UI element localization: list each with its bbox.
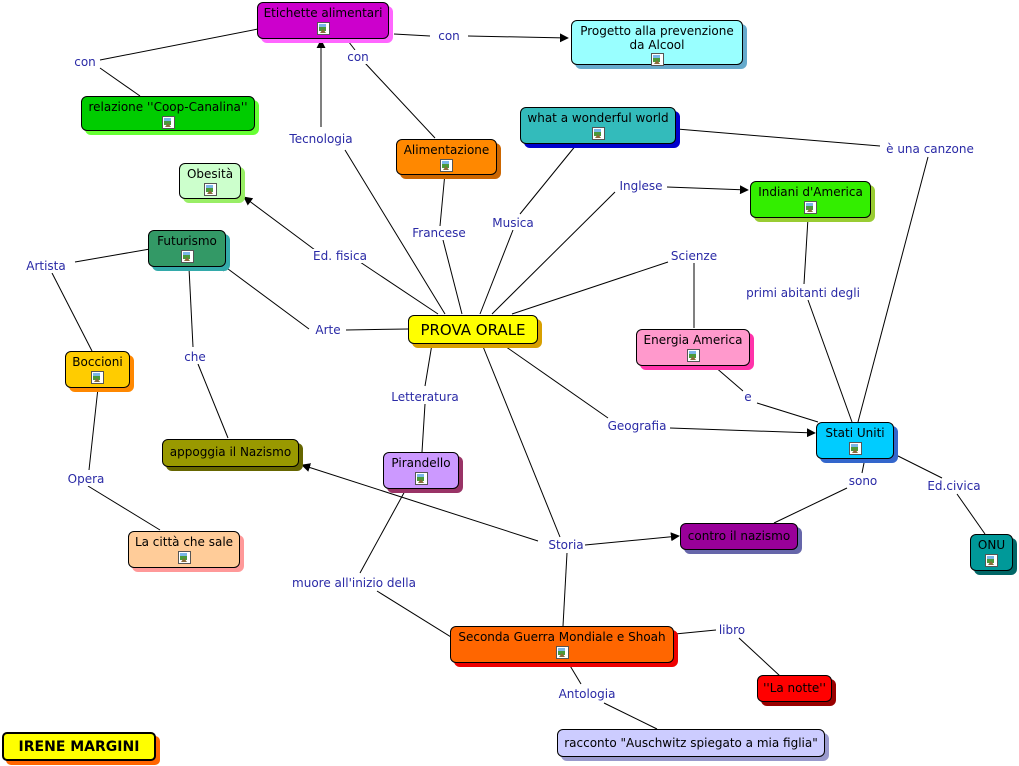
node-prova-orale[interactable]: PROVA ORALE	[408, 315, 538, 344]
link-label-che: che	[183, 350, 207, 364]
author-name-box: IRENE MARGINI	[2, 732, 156, 761]
node-onu[interactable]: ONU	[970, 534, 1013, 571]
link-label-inglese: Inglese	[618, 179, 664, 193]
node-label: ONU	[977, 538, 1006, 552]
image-icon[interactable]	[555, 646, 569, 659]
node-label: relazione ''Coop-Canalina''	[88, 100, 248, 114]
link-label-letteratura: Letteratura	[390, 390, 460, 404]
node-appoggia-nazismo[interactable]: appoggia il Nazismo	[162, 439, 299, 467]
node-what-a-wonderful-world[interactable]: what a wonderful world	[520, 107, 676, 144]
node-la-notte[interactable]: ''La notte''	[757, 675, 832, 702]
node-label: Futurismo	[157, 234, 217, 248]
node-label: Progetto alla prevenzione da Alcool	[580, 24, 734, 52]
node-futurismo[interactable]: Futurismo	[148, 230, 226, 267]
image-icon[interactable]	[177, 551, 191, 564]
node-label: Indiani d'America	[758, 185, 863, 199]
node-racconto-auschwitz[interactable]: racconto "Auschwitz spiegato a mia figli…	[557, 729, 825, 757]
node-energia-america[interactable]: Energia America	[636, 329, 750, 366]
image-icon[interactable]	[650, 53, 664, 66]
node-label: ''La notte''	[763, 681, 826, 695]
node-citta-che-sale[interactable]: La città che sale	[128, 531, 240, 568]
link-label-arte: Arte	[314, 323, 342, 337]
link-label-opera: Opera	[66, 472, 106, 486]
node-label: what a wonderful world	[527, 111, 669, 125]
link-label-libro: libro	[717, 623, 747, 637]
node-label: Seconda Guerra Mondiale e Shoah	[458, 630, 666, 644]
node-stati-uniti[interactable]: Stati Uniti	[816, 422, 894, 459]
image-icon[interactable]	[440, 159, 453, 172]
link-label-scienze: Scienze	[669, 249, 719, 263]
link-label-tecnologia: Tecnologia	[288, 132, 354, 146]
link-label-antologia: Antologia	[557, 687, 617, 701]
node-label: Pirandello	[391, 456, 451, 470]
node-label: Energia America	[643, 333, 743, 347]
image-icon[interactable]	[591, 127, 605, 140]
link-label-storia: Storia	[547, 538, 585, 552]
link-label-musica: Musica	[491, 216, 535, 230]
node-relazione-coop[interactable]: relazione ''Coop-Canalina''	[81, 96, 255, 131]
link-label-con: con	[73, 55, 97, 69]
link-label-primi-abitanti: primi abitanti degli	[745, 286, 861, 300]
node-label: contro il nazismo	[687, 529, 791, 543]
node-label: Obesità	[186, 167, 234, 181]
image-icon[interactable]	[180, 250, 194, 263]
node-etichette-alimentari[interactable]: Etichette alimentari	[257, 2, 389, 39]
node-alimentazione[interactable]: Alimentazione	[396, 139, 497, 175]
image-icon[interactable]	[203, 183, 217, 196]
link-label-una-canzone: è una canzone	[885, 142, 975, 156]
link-label-sono: sono	[847, 474, 879, 488]
node-label: Etichette alimentari	[263, 6, 383, 20]
node-pirandello[interactable]: Pirandello	[383, 452, 459, 489]
link-label-con: con	[437, 29, 461, 43]
link-label-muore: muore all'inizio della	[291, 576, 417, 590]
link-label-e: e	[743, 390, 753, 404]
image-icon[interactable]	[316, 22, 330, 35]
node-seconda-guerra-mondiale[interactable]: Seconda Guerra Mondiale e Shoah	[450, 626, 674, 663]
image-icon[interactable]	[848, 442, 862, 455]
link-label-ed-civica: Ed.civica	[926, 479, 982, 493]
image-icon[interactable]	[804, 201, 817, 214]
node-label: PROVA ORALE	[420, 321, 526, 339]
image-icon[interactable]	[985, 554, 998, 567]
image-icon[interactable]	[161, 116, 175, 129]
node-label: La città che sale	[134, 535, 234, 549]
author-name: IRENE MARGINI	[18, 738, 140, 755]
image-icon[interactable]	[686, 349, 700, 362]
image-icon[interactable]	[414, 472, 428, 485]
link-label-francese: Francese	[411, 226, 467, 240]
link-label-geografia: Geografia	[606, 419, 668, 433]
node-progetto-alcool[interactable]: Progetto alla prevenzione da Alcool	[571, 20, 743, 66]
node-contro-nazismo[interactable]: contro il nazismo	[680, 523, 798, 550]
node-label: Boccioni	[72, 355, 123, 369]
node-label: appoggia il Nazismo	[169, 445, 292, 459]
node-label: Alimentazione	[403, 143, 490, 157]
node-indiani-america[interactable]: Indiani d'America	[750, 181, 871, 218]
image-icon[interactable]	[91, 371, 104, 384]
node-boccioni[interactable]: Boccioni	[65, 351, 130, 388]
node-obesita[interactable]: Obesità	[179, 163, 241, 199]
node-label: racconto "Auschwitz spiegato a mia figli…	[564, 736, 818, 750]
link-label-con: con	[346, 50, 370, 64]
link-label-artista: Artista	[25, 259, 67, 273]
node-label: Stati Uniti	[825, 426, 885, 440]
link-label-ed-fisica: Ed. fisica	[312, 249, 368, 263]
